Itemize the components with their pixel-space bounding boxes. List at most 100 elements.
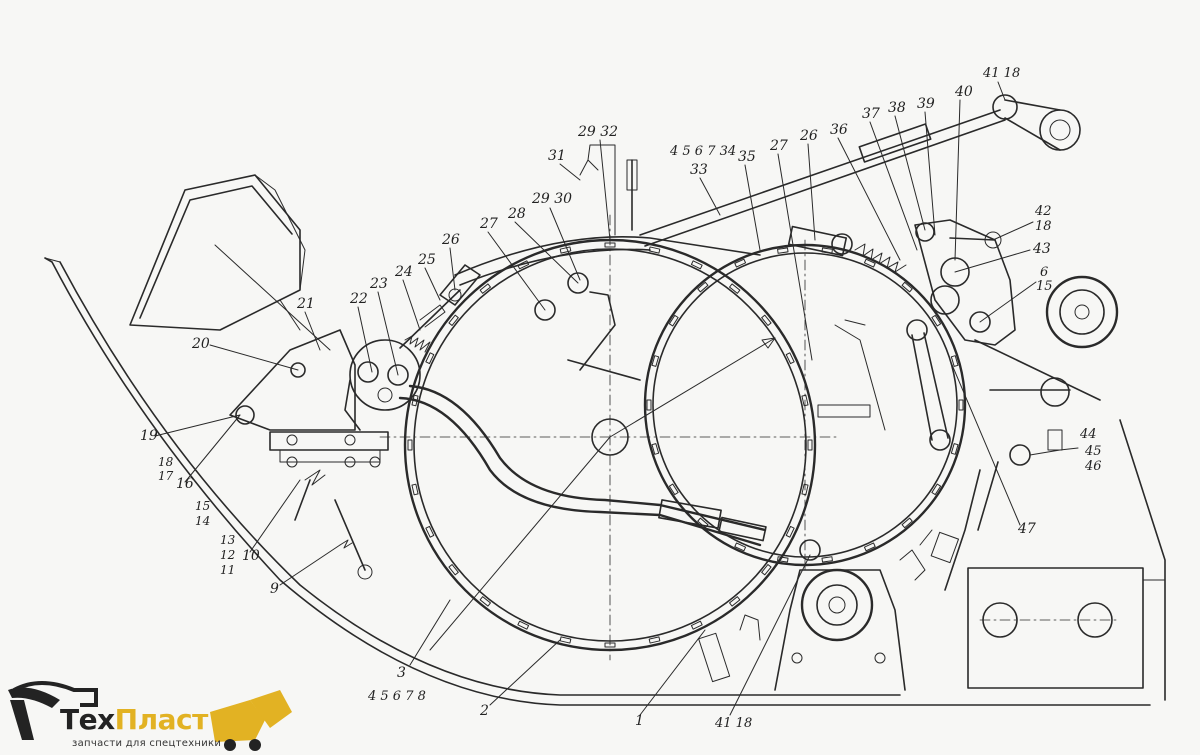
leader-line bbox=[894, 115, 926, 231]
callout-29a: 29 32 bbox=[577, 124, 618, 140]
excavator-icon bbox=[8, 681, 292, 751]
drum-slat bbox=[821, 556, 833, 563]
drum-slat bbox=[559, 246, 572, 254]
brand-logo: ТехПласт bbox=[60, 703, 208, 736]
small-drum bbox=[643, 239, 967, 571]
leader-line bbox=[949, 359, 1021, 526]
drum-slat bbox=[604, 642, 616, 648]
bottom-bearing bbox=[774, 539, 906, 691]
callout-46: 46 bbox=[1084, 459, 1102, 474]
drum-slat bbox=[651, 355, 660, 367]
leader-line bbox=[357, 306, 373, 373]
callout-19: 19 bbox=[140, 428, 158, 444]
leader-line bbox=[424, 267, 441, 301]
callout-9: 9 bbox=[270, 581, 279, 597]
leader-line bbox=[154, 414, 241, 437]
leader-line bbox=[549, 207, 581, 281]
drum-slat bbox=[950, 443, 959, 455]
brand-name-part1: Тех bbox=[60, 703, 115, 736]
callout-22: 22 bbox=[349, 291, 368, 307]
leader-line bbox=[992, 221, 1034, 241]
drum-slat bbox=[950, 355, 959, 367]
drum-slat bbox=[734, 258, 747, 268]
leader-line bbox=[449, 247, 456, 291]
callout-28: 28 bbox=[507, 206, 526, 222]
leader-line bbox=[489, 639, 561, 706]
drum-slat bbox=[785, 352, 795, 365]
drum-slat bbox=[863, 542, 876, 552]
large-drum bbox=[379, 214, 841, 661]
leader-line bbox=[209, 344, 299, 371]
leader-line bbox=[699, 177, 721, 216]
leader-line bbox=[559, 163, 581, 181]
leader-line bbox=[402, 279, 421, 331]
drum-slat bbox=[648, 636, 661, 644]
callout-33top: 4 5 6 7 34 bbox=[669, 144, 736, 159]
drum-slat bbox=[729, 283, 741, 294]
callout-2: 2 bbox=[479, 703, 489, 719]
misc-parts bbox=[534, 144, 1063, 683]
drum-slat bbox=[668, 314, 679, 327]
callout-20: 20 bbox=[191, 336, 210, 352]
leader-line bbox=[954, 249, 1031, 273]
drum-slat bbox=[668, 483, 679, 496]
leader-line bbox=[304, 311, 321, 351]
brand-name-part2: Пласт bbox=[114, 703, 209, 736]
callout-6: 6 bbox=[1040, 265, 1048, 280]
callout-13: 13 bbox=[220, 533, 236, 547]
callout-47: 47 bbox=[1017, 521, 1036, 537]
drum-slat bbox=[448, 564, 459, 576]
callout-29b: 29 30 bbox=[531, 191, 572, 207]
drum-slat bbox=[690, 620, 703, 630]
leader-line bbox=[184, 414, 241, 483]
drum-slat bbox=[734, 542, 747, 552]
callout-36: 36 bbox=[830, 122, 848, 138]
leader-line bbox=[639, 629, 706, 716]
drum-slat bbox=[559, 636, 572, 644]
callout-6sub: 15 bbox=[1036, 279, 1053, 294]
drum-slat bbox=[777, 556, 789, 563]
leader-line bbox=[599, 139, 611, 241]
callout-17: 17 bbox=[158, 469, 174, 483]
right-lever-assembly bbox=[787, 219, 1101, 451]
drum-slat bbox=[729, 596, 741, 607]
callout-26a: 26 bbox=[441, 232, 460, 248]
callout-44: 44 bbox=[1079, 427, 1097, 442]
callout-25: 25 bbox=[417, 252, 436, 268]
drum-slat bbox=[901, 517, 913, 529]
drum-slat bbox=[479, 596, 491, 607]
callout-3-sub: 4 5 6 7 8 bbox=[367, 689, 426, 704]
drum-slat bbox=[425, 352, 435, 365]
callout-42sub: 18 bbox=[1035, 219, 1052, 234]
leader-line bbox=[377, 291, 399, 376]
drum-slat bbox=[690, 260, 703, 270]
leader-line bbox=[744, 164, 761, 251]
casing bbox=[44, 257, 1166, 706]
drum-slat bbox=[517, 620, 530, 630]
callout-16: 16 bbox=[176, 476, 194, 492]
leader-line bbox=[487, 231, 546, 311]
drum-slat bbox=[648, 246, 661, 254]
motor-housing bbox=[129, 174, 331, 351]
bottom-right-box bbox=[979, 602, 1121, 638]
callout-27a: 27 bbox=[479, 216, 498, 232]
drum-slat bbox=[425, 525, 435, 538]
drum-slat bbox=[651, 443, 660, 455]
leader-line bbox=[979, 281, 1037, 323]
right-pulley bbox=[1045, 275, 1119, 349]
callout-41bot: 41 18 bbox=[714, 716, 752, 731]
callout-38: 38 bbox=[888, 100, 906, 116]
brand-tagline: запчасти для спецтехники bbox=[72, 738, 222, 749]
leader-line bbox=[837, 137, 901, 261]
callout-27b: 27 bbox=[769, 138, 788, 154]
leader-line bbox=[409, 599, 451, 666]
drum-slat bbox=[646, 399, 652, 411]
callout-45: 45 bbox=[1084, 444, 1102, 459]
drum-slat bbox=[863, 258, 876, 268]
connecting-rod bbox=[398, 384, 767, 547]
drum-slat bbox=[448, 314, 459, 326]
leader-lines bbox=[154, 81, 1079, 716]
drum-slat bbox=[777, 247, 789, 254]
callout-33: 33 bbox=[690, 162, 708, 178]
